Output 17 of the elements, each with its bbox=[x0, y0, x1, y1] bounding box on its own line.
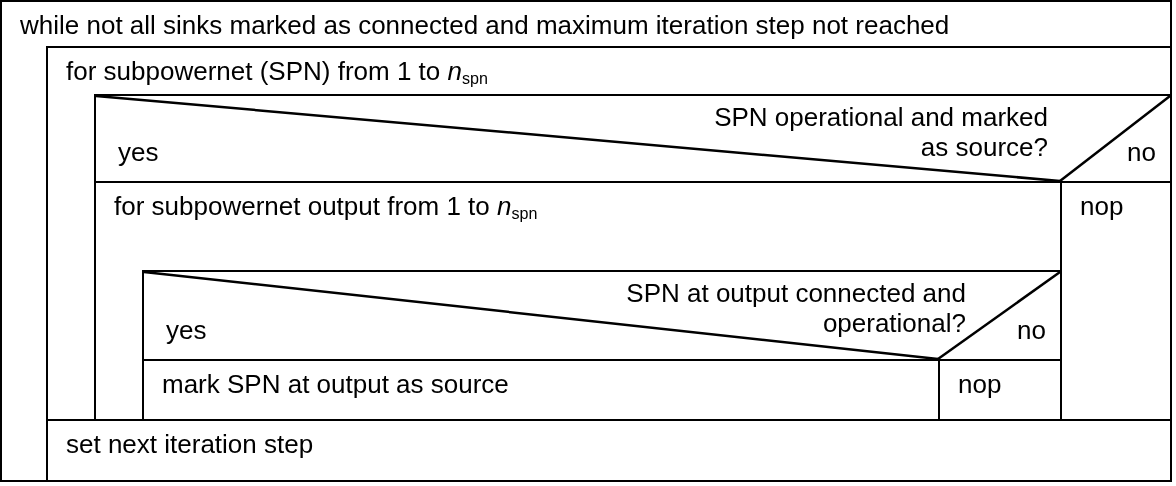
loop-condition: for subpowernet output from 1 to n$_{spn}$ bbox=[114, 191, 538, 221]
loop-condition: for subpowernet (SPN) from 1 to n$_{spn}$ bbox=[66, 56, 488, 86]
decision-block bbox=[94, 94, 1172, 421]
loop-block bbox=[46, 46, 1172, 421]
loop-condition: while not all sinks marked as connected and maximum iteration step not reached bbox=[20, 10, 950, 40]
loop-block bbox=[94, 181, 1062, 421]
condition-text: SPN at output connected and operational? bbox=[625, 278, 966, 338]
statement-text: set next iteration step bbox=[66, 429, 314, 459]
branch-label: no bbox=[1017, 315, 1046, 345]
statement-text: mark SPN at output as source bbox=[162, 369, 509, 399]
branch-label: yes bbox=[166, 315, 207, 345]
branch-label: no bbox=[1127, 137, 1156, 167]
decision-block bbox=[142, 270, 1062, 421]
statement-text: nop bbox=[1080, 191, 1124, 221]
condition-text: SPN operational and marked as source? bbox=[713, 102, 1048, 162]
statement-text: nop bbox=[958, 369, 1002, 399]
branch-label: yes bbox=[118, 137, 159, 167]
